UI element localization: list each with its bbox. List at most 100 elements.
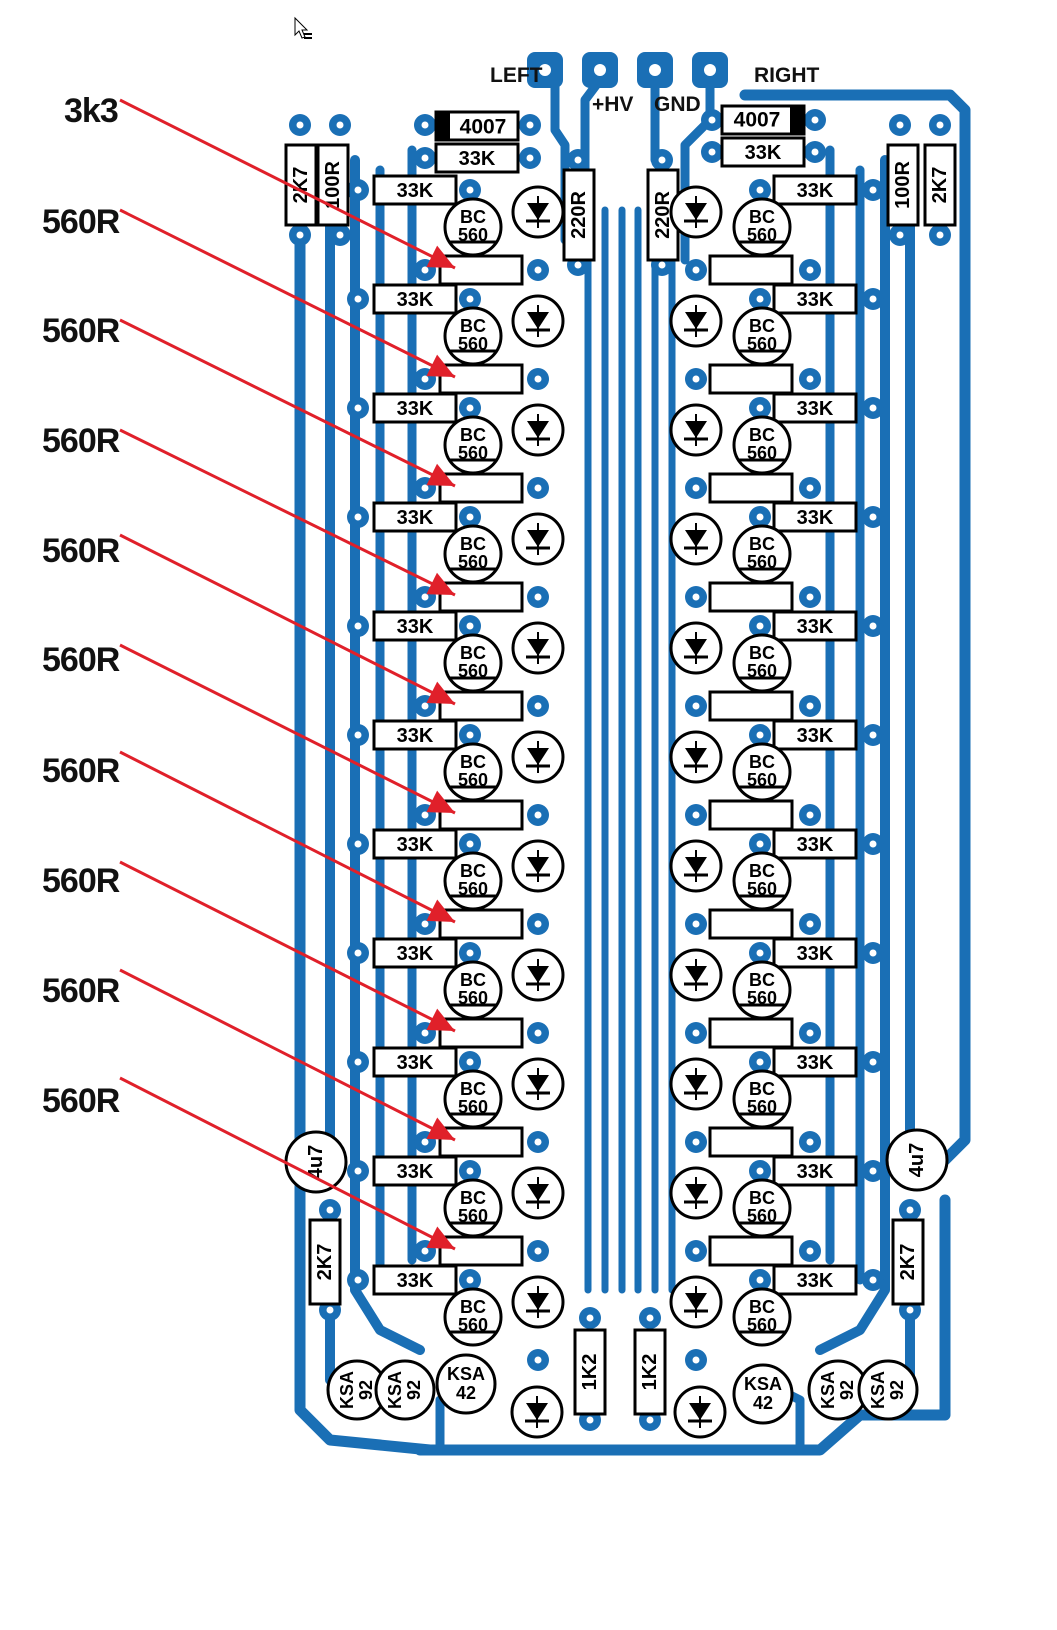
drill-hole (466, 731, 474, 739)
drill-hole (354, 1058, 362, 1066)
capacitor-label: 4u7 (305, 1145, 327, 1179)
resistor-33k (372, 501, 458, 533)
resistor-33k (772, 719, 858, 751)
drill-hole (421, 1029, 429, 1037)
callout-label-560r: 560R (42, 312, 120, 350)
transistor-ksa (857, 1359, 919, 1421)
drill-hole (692, 1356, 700, 1364)
drill-hole (534, 1356, 542, 1364)
copper-trace (815, 155, 890, 1355)
transistor-label: BC (749, 534, 775, 554)
resistor-label: 2K7 (314, 1244, 336, 1281)
resistor-33k (772, 937, 858, 969)
drill-hole (756, 840, 764, 848)
resistor-label: 2K7 (290, 167, 312, 204)
resistor-33k (772, 610, 858, 642)
resistor-label: 33K (397, 943, 434, 965)
drill-hole (421, 1247, 429, 1255)
callout-label-560r: 560R (42, 203, 120, 241)
transistor-label: BC (460, 1079, 486, 1099)
resistor-33k (372, 719, 458, 751)
drill-hole (806, 811, 814, 819)
resistor-33k (372, 828, 458, 860)
callout-arrow-line (119, 1076, 456, 1251)
transistor-label: 560 (747, 1206, 777, 1226)
transistor-label: BC (749, 752, 775, 772)
transistor-label: 560 (458, 661, 488, 681)
drill-hole (586, 1314, 594, 1322)
resistor-33k (772, 501, 858, 533)
resistor-560r (438, 581, 524, 613)
drill-hole (466, 1167, 474, 1175)
drill-hole (756, 295, 764, 303)
resistor-label: 33K (797, 1270, 834, 1292)
drill-hole (421, 375, 429, 383)
callout-arrow-line (119, 208, 456, 379)
resistor-label: 33K (797, 1052, 834, 1074)
drill-hole (756, 622, 764, 630)
callout-arrow-line (119, 428, 456, 597)
drill-hole (811, 148, 819, 156)
capacitor-label: 4u7 (906, 1143, 928, 1177)
transistor-label: 560 (458, 1206, 488, 1226)
transistor-label: BC (460, 861, 486, 881)
resistor-33k (372, 1264, 458, 1296)
drill-hole (354, 295, 362, 303)
drill-hole (354, 949, 362, 957)
transistor-label: BC (460, 1297, 486, 1317)
transistor-label: BC (749, 425, 775, 445)
resistor-33k (772, 1264, 858, 1296)
resistor-label: 33K (797, 616, 834, 638)
resistor-560r (438, 472, 524, 504)
callout-label-560r: 560R (42, 641, 120, 679)
resistor-label: 33K (797, 1161, 834, 1183)
transistor-label: 560 (747, 552, 777, 572)
resistor-33k (772, 283, 858, 315)
drill-hole (869, 186, 877, 194)
drill-hole (756, 1167, 764, 1175)
resistor-100r (886, 143, 920, 227)
callout-arrow-line (119, 968, 456, 1142)
drill-hole (421, 811, 429, 819)
drill-hole (692, 484, 700, 492)
transistor-label: 560 (747, 1315, 777, 1335)
drill-hole (806, 1029, 814, 1037)
drill-hole (421, 920, 429, 928)
drill-hole (466, 622, 474, 630)
transistor-label: KSA (744, 1374, 782, 1394)
drill-hole (692, 1138, 700, 1146)
resistor-560r (708, 1235, 794, 1267)
drill-hole (421, 266, 429, 274)
resistor-label: 220R (652, 191, 674, 239)
transistor-label: BC (749, 1188, 775, 1208)
drill-hole (756, 731, 764, 739)
drill-hole (466, 840, 474, 848)
transistor-label: 560 (747, 1097, 777, 1117)
callout-label-560r: 560R (42, 1082, 120, 1120)
callout-label-3k3: 3k3 (64, 92, 119, 130)
resistor-label: 33K (797, 507, 834, 529)
drill-hole (869, 1058, 877, 1066)
drill-hole (594, 64, 606, 76)
drill-hole (526, 121, 534, 129)
drill-hole (534, 1247, 542, 1255)
drill-hole (869, 731, 877, 739)
callout-arrow-line (119, 750, 456, 924)
resistor-label: 33K (397, 1161, 434, 1183)
connector-gnd-label: GND (654, 93, 701, 116)
drill-hole (421, 1138, 429, 1146)
resistor-560r (438, 254, 524, 286)
drill-hole (296, 231, 304, 239)
cursor-icon (294, 16, 312, 39)
resistor-220r (562, 168, 596, 262)
drill-hole (574, 156, 582, 164)
drill-hole (806, 1247, 814, 1255)
drill-hole (421, 593, 429, 601)
callout-arrow-line (119, 643, 456, 815)
drill-hole (658, 156, 666, 164)
transistor-label: BC (749, 1079, 775, 1099)
